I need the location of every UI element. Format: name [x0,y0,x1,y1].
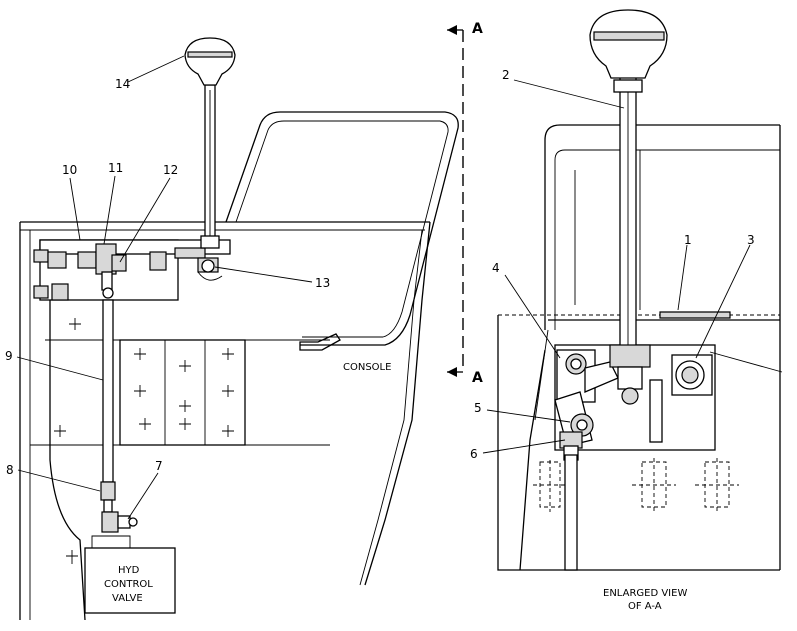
console-caption: CONSOLE [343,362,391,373]
console-outline-right [544,124,780,330]
section-line-a-a: A A [447,21,483,386]
frame-right-edge-inner [359,229,423,586]
frame-curve [49,290,86,621]
callout-2: 2 [502,68,510,82]
left-side-view: CONSOLE [5,37,459,621]
link-rod [102,299,114,483]
ball-joint [101,511,138,533]
callout-5: 5 [474,401,482,415]
plate-bolts [54,318,234,437]
enlarged-view-a-a: 2 1 3 4 5 6 ENLARGED VIEW OF A-A [470,9,783,612]
callout-11: 11 [108,161,123,175]
frame-right-edge [364,221,431,586]
link-rod-right [564,454,578,571]
knob-right [589,9,668,79]
console-outline [225,111,459,346]
leader-lines-left [16,55,313,520]
knob-left [184,37,236,86]
pivot-block [556,349,619,403]
callout-10: 10 [62,163,77,177]
callout-12: 12 [163,163,178,177]
valve-caption-2: CONTROL [104,579,153,590]
callout-9: 9 [5,349,13,363]
leader-lines-right [482,79,783,454]
callout-7: 7 [155,459,163,473]
hidden-bolts [533,458,739,513]
callout-14: 14 [115,77,130,91]
bolt-3 [671,354,713,396]
callout-8: 8 [6,463,14,477]
callout-6: 6 [470,447,478,461]
callout-1: 1 [684,233,692,247]
section-label-bottom: A [472,370,483,386]
console-bracket [299,333,341,351]
valve-caption-3: VALVE [112,593,143,604]
callout-13: 13 [315,276,330,290]
console-inner-outline [235,120,449,338]
section-label-top: A [472,21,483,37]
bracket-bolts [33,247,206,301]
valve-caption-1: HYD [118,565,140,576]
callout-3: 3 [747,233,755,247]
frame-right-view [497,315,780,571]
callout-4: 4 [492,261,500,275]
mount-plate [119,339,246,446]
enlarged-caption-1: ENLARGED VIEW [603,588,687,599]
enlarged-caption-2: OF A-A [628,601,662,612]
